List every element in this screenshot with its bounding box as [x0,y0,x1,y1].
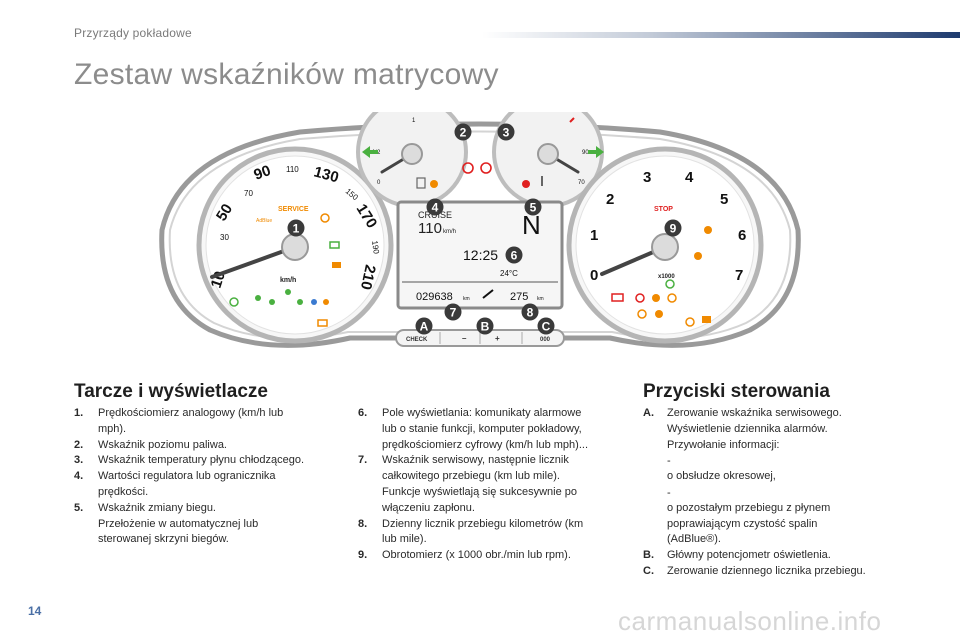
callout-B: B [476,317,494,335]
tacho-tick-3: 3 [643,169,651,186]
list-item: 2.Wskaźnik poziomu paliwa. [74,438,227,451]
outside-temperature: 24°C [500,269,518,278]
speedo-tick-90: 90 [252,162,273,184]
list-item: A. Zerowanie wskaźnika serwisowego. Wyśw… [643,406,903,548]
svg-text:7: 7 [450,306,457,320]
dash-item: -o obsłudze okresowej, [667,455,776,483]
speedo-unit: km/h [280,277,296,284]
callout-8: 8 [521,303,539,321]
right-turn-indicator [588,146,604,158]
svg-text:3: 3 [503,126,510,140]
odometer-unit: km [463,296,470,302]
list-item: C.Zerowanie dziennego licznika przebiegu… [643,564,866,577]
odometer-value: 029638 [416,291,453,303]
tacho-unit: x1000 [658,274,675,280]
list-item: B.Główny potencjometr oświetlenia. [643,549,831,562]
speedometer-dial: 10 30 50 70 90 110 130 150 170 190 210 k… [196,146,394,344]
adblue-label: AdBlue [256,218,272,224]
tacho-tick-5: 5 [720,191,728,208]
list-item: 6.Pole wyświetlania: komunikaty alarmowe… [358,407,588,451]
clock: 12:25 [463,247,498,263]
list-item: 3.Wskaźnik temperatury płynu chłodzącego… [74,454,305,467]
service-label: SERVICE [278,206,309,213]
tacho-tick-7: 7 [735,267,743,284]
speedo-tick-70: 70 [244,189,253,198]
callout-C: C [537,317,555,335]
instrument-cluster-figure: 10 30 50 70 90 110 130 150 170 190 210 k… [159,112,801,348]
tacho-tick-2: 2 [606,191,614,208]
check-button-label: CHECK [406,337,428,343]
svg-text:9: 9 [670,222,677,236]
callout-2: 2 [454,123,472,141]
callout-5: 5 [524,198,542,216]
list-item: 9.Obrotomierz (x 1000 obr./min lub rpm). [358,549,571,562]
tacho-tick-6: 6 [738,227,746,244]
list-item: 8.Dzienny licznik przebiegu kilometrów (… [358,517,584,546]
controls-heading: Przyciski sterowania [643,381,830,402]
svg-text:+: + [495,334,500,343]
section-title: Przyrządy pokładowe [74,26,192,40]
display-list: 6.Pole wyświetlania: komunikaty alarmowe… [358,406,623,564]
header-bar [482,32,960,38]
callout-3: 3 [497,123,515,141]
speedo-tick-210: 210 [357,263,379,291]
speedo-tick-50: 50 [213,201,236,224]
cruise-speed-unit: km/h [443,229,456,235]
callout-7: 7 [444,303,462,321]
tacho-tick-4: 4 [685,169,694,186]
speedo-tick-130: 130 [312,163,341,186]
svg-text:2: 2 [460,126,467,140]
page-number: 14 [28,604,42,618]
trip-value: 275 [510,291,528,303]
speedo-tick-190: 190 [370,240,381,255]
controls-list: A. Zerowanie wskaźnika serwisowego. Wyśw… [643,406,903,580]
cruise-speed: 110 [418,220,442,237]
callout-9: 9 [664,219,682,237]
svg-text:4: 4 [432,201,439,215]
tacho-tick-1: 1 [590,227,598,244]
list-item: 5.Wskaźnik zmiany biegu.Przełożenie w au… [74,501,259,546]
svg-text:A: A [420,320,429,334]
left-turn-indicator [362,146,378,158]
callout-6: 6 [505,246,523,264]
fuel-tick-empty: 0 [377,180,381,186]
tachometer-dial: 0 1 2 3 4 5 6 7 STOP x1000 [566,146,764,344]
tacho-tick-0: 0 [590,267,598,284]
central-display: CRUISE 110 km/h N 12:25 24°C 029638 km 2… [396,200,564,310]
callout-1: 1 [287,219,305,237]
temp-tick-70: 70 [578,180,585,186]
control-buttons: CHECK – + 000 [395,329,565,347]
stop-label: STOP [654,206,673,213]
callout-4: 4 [426,198,444,216]
dials-heading: Tarcze i wyświetlacze [74,381,268,402]
speedo-tick-110: 110 [286,165,299,174]
svg-text:6: 6 [511,249,518,263]
trip-unit: km [537,296,544,302]
fuel-gauge: 1 1/2 0 [356,112,468,208]
svg-text:B: B [481,320,490,334]
fuel-tick-full: 1 [412,118,416,124]
gear-indicator: N [522,210,541,240]
page-title: Zestaw wskaźników matrycowy [74,58,499,91]
svg-text:1: 1 [293,222,300,236]
svg-text:8: 8 [527,306,534,320]
speedo-tick-30: 30 [220,233,229,242]
svg-text:C: C [542,320,551,334]
zero-button-label: 000 [540,337,551,343]
watermark: carmanualsonline.info [618,606,882,636]
temp-tick-90: 90 [582,150,589,156]
callout-A: A [415,317,433,335]
svg-text:5: 5 [530,201,537,215]
svg-text:–: – [462,334,467,343]
